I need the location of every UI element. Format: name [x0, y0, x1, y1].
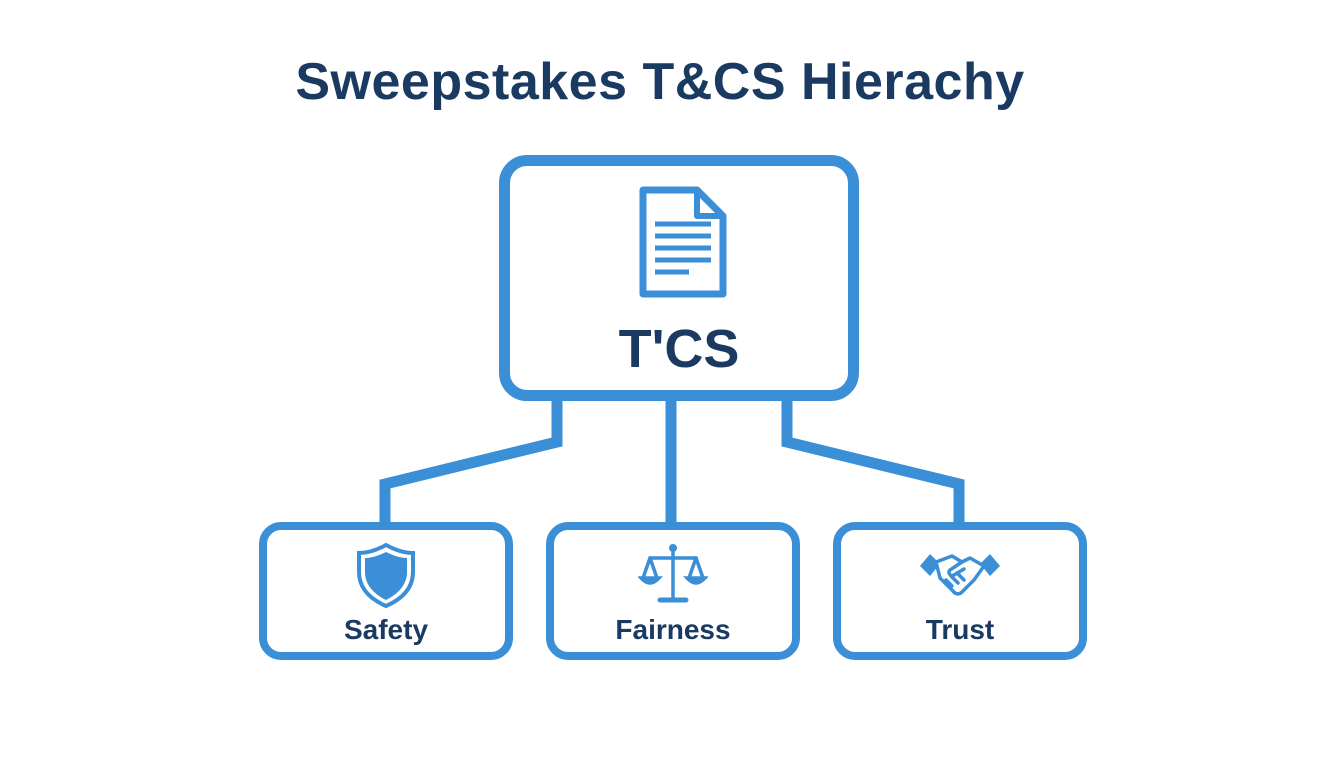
document-icon: [639, 186, 727, 298]
connector-safety: [379, 390, 563, 522]
child-node-label: Fairness: [615, 614, 731, 645]
root-node-label: T'CS: [618, 319, 740, 379]
child-node-fairness: Fairness: [546, 522, 800, 660]
diagram-title: Sweepstakes T&CS Hierachy: [295, 53, 1025, 111]
connector-trust: [781, 390, 965, 522]
child-node-label: Safety: [343, 614, 429, 645]
handshake-icon: [920, 554, 1000, 596]
child-node-safety: Safety: [259, 522, 513, 660]
shield-icon: [357, 542, 415, 608]
root-node-tcs: T'CS: [499, 155, 859, 401]
scales-icon: [638, 544, 708, 603]
child-node-label: Trust: [925, 614, 995, 645]
child-node-trust: Trust: [833, 522, 1087, 660]
